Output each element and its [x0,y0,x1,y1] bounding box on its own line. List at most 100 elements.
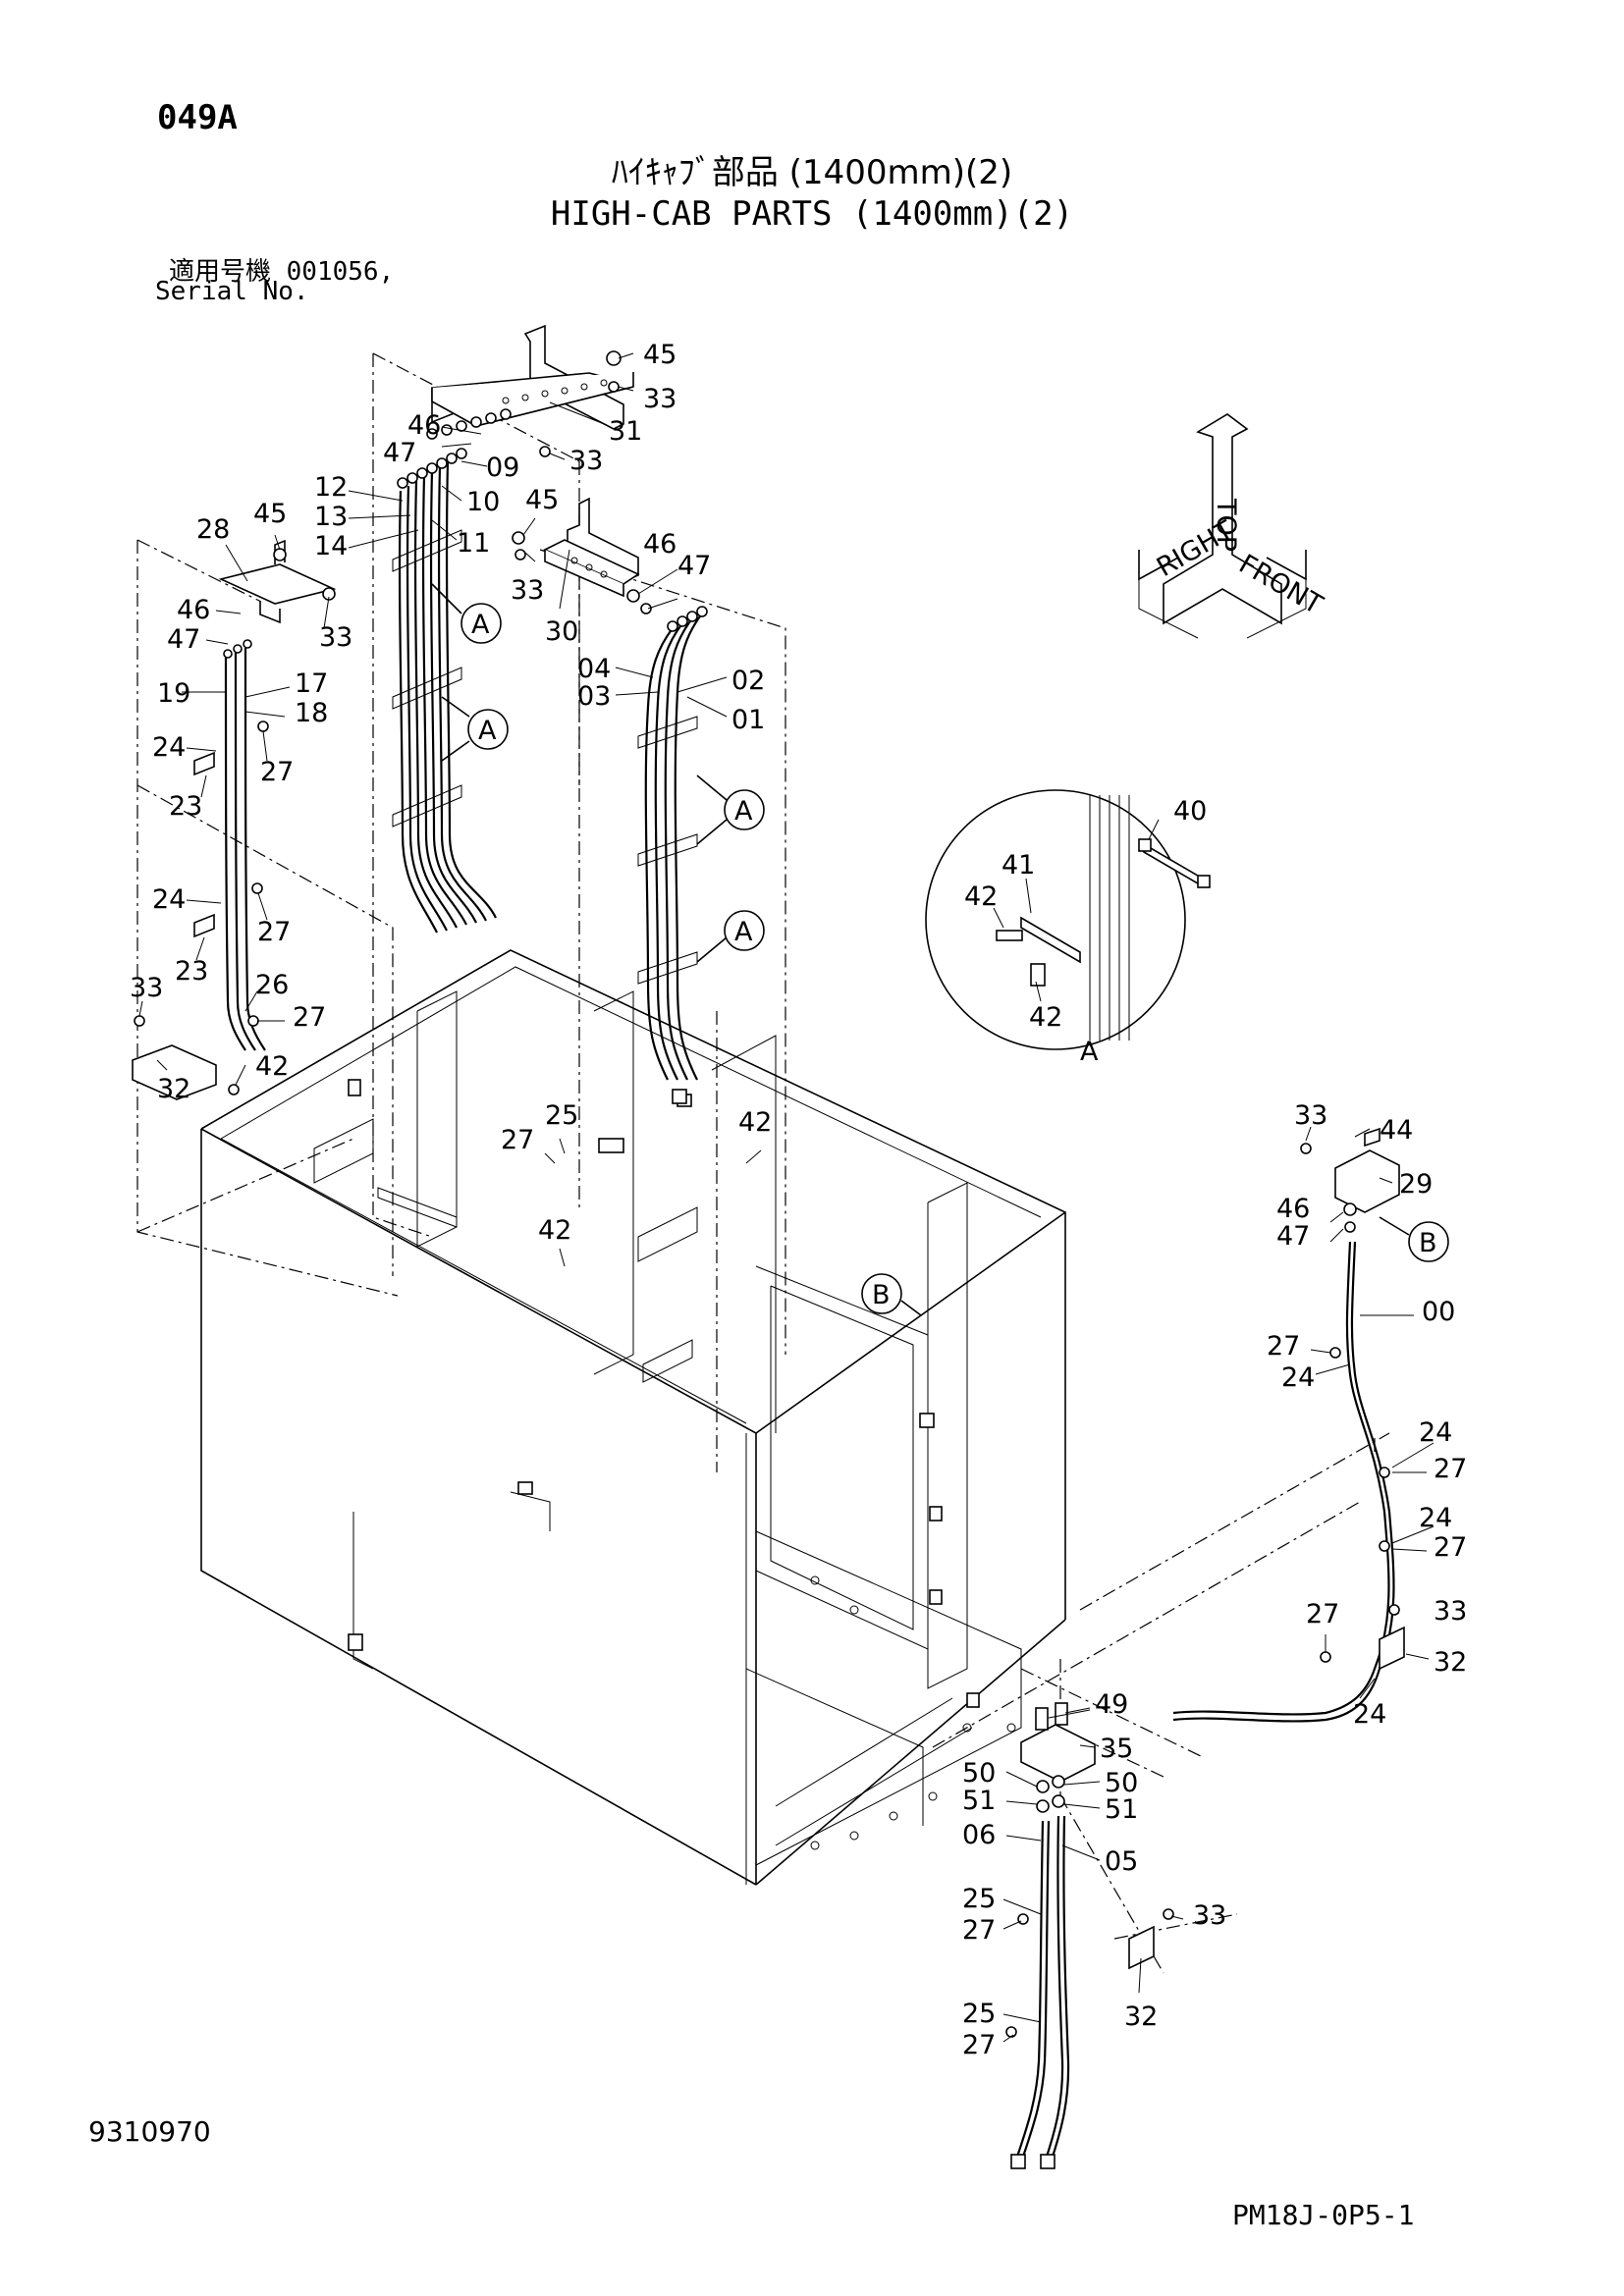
part-label: 45 [525,485,559,515]
cab-body [200,949,1066,1886]
serial-label-japanese: 適用号機 001056, [169,257,395,287]
page-reference: PM18J-0P5-1 [1232,2199,1415,2231]
part-label: 12 [314,472,348,503]
part-label: 32 [1434,1647,1467,1678]
part-label: 35 [1100,1734,1133,1764]
part-label: 25 [962,1999,996,2029]
part-label: 30 [545,616,578,647]
part-label: 29 [1399,1169,1433,1200]
callout-markers: A A A A B B [431,583,1449,1316]
hose-bundle-left [392,408,512,934]
part-label: 45 [643,340,677,370]
part-label: 33 [511,575,544,606]
part-label: 27 [962,1915,996,1946]
part-label: 50 [1105,1768,1138,1798]
part-label: 01 [731,705,765,735]
part-label: 32 [1124,2002,1158,2032]
part-label: 27 [1434,1532,1467,1563]
part-label: 33 [569,446,603,476]
part-label: 33 [643,384,677,414]
page-title-english: HIGH-CAB PARTS (1400mm)(2) [550,194,1074,234]
part-label: 46 [177,595,210,625]
part-label: 42 [255,1051,289,1082]
part-label: 47 [167,624,200,655]
hose-bundle-right [637,606,708,1104]
part-label: 42 [538,1215,571,1246]
serial-label-english: Serial No. [155,277,309,306]
part-label: 19 [157,678,190,709]
part-label: 42 [738,1107,772,1138]
part-label: 24 [1419,1503,1452,1533]
page-title-japanese: ﾊｲｷｬﾌﾞ部品 (1400mm)(2) [611,153,1013,192]
part-label: 46 [643,529,677,560]
part-label: 32 [157,1074,190,1104]
part-label: 04 [577,654,611,684]
part-label: 33 [319,622,352,653]
part-label: 25 [545,1100,578,1131]
callout-a-3: A [734,796,753,827]
callout-a-4: A [734,917,753,947]
orientation-symbol: TOP FRONT RIGHT [1138,413,1327,639]
part-label: 42 [1029,1002,1062,1033]
callout-a-1: A [471,610,490,640]
part-label: 47 [1276,1221,1310,1252]
part-label: 23 [169,791,202,822]
hose-00-assembly [1172,1127,1405,1723]
part-label: 03 [577,681,611,712]
part-label: 23 [175,956,208,987]
bracket-31-assembly [431,324,634,457]
leader-lines [138,352,1435,2043]
part-label: 18 [295,698,328,728]
part-label: 24 [152,884,186,915]
document-number: 9310970 [88,2115,211,2148]
part-number-labels: 45 33 31 46 47 33 09 12 10 13 11 14 45 4… [130,340,1467,2060]
part-label: 44 [1380,1115,1413,1146]
part-label: 33 [130,973,163,1003]
part-label: 02 [731,666,765,696]
page-code: 049A [157,98,238,137]
part-label: 27 [962,2030,996,2060]
orientation-top-label: TOP [1211,498,1241,552]
part-label: 33 [1434,1596,1467,1627]
part-label: 05 [1105,1846,1138,1877]
part-label: 27 [1434,1454,1467,1484]
part-label: 27 [260,757,294,787]
callout-b-1: B [872,1280,891,1310]
part-label: 24 [1281,1362,1315,1393]
part-label: 42 [964,881,998,912]
part-label: 45 [253,499,287,529]
part-label: 33 [1193,1900,1226,1931]
part-label: 13 [314,502,348,532]
part-label: 24 [152,732,186,763]
callout-a-2: A [478,716,497,746]
part-label: 27 [1267,1331,1300,1362]
bracket-30-assembly [512,497,652,614]
part-label: 47 [677,551,711,581]
part-label: 50 [962,1758,996,1789]
part-label: 24 [1353,1699,1386,1730]
detail-a-label: A [1080,1037,1099,1067]
part-label: 26 [255,970,289,1000]
callout-b-2: B [1419,1228,1437,1258]
part-label: 06 [962,1820,996,1850]
part-label: 00 [1422,1297,1455,1327]
part-label: 09 [486,453,519,483]
part-label: 25 [962,1884,996,1914]
detail-a-view: A [925,789,1211,1067]
part-label: 14 [314,531,348,561]
part-label: 41 [1001,850,1035,881]
part-label: 49 [1095,1689,1128,1720]
part-label: 31 [609,416,642,447]
part-label: 46 [407,410,441,441]
part-label: 27 [257,917,291,947]
part-label: 47 [383,438,416,468]
part-label: 24 [1419,1417,1452,1448]
part-label: 46 [1276,1194,1310,1224]
hose-05-06-assembly [1005,1702,1174,2169]
part-label: 10 [466,487,500,517]
part-label: 28 [196,514,230,545]
part-label: 27 [501,1125,534,1155]
bracket-28-assembly [132,539,337,1100]
part-label: 33 [1294,1100,1327,1131]
